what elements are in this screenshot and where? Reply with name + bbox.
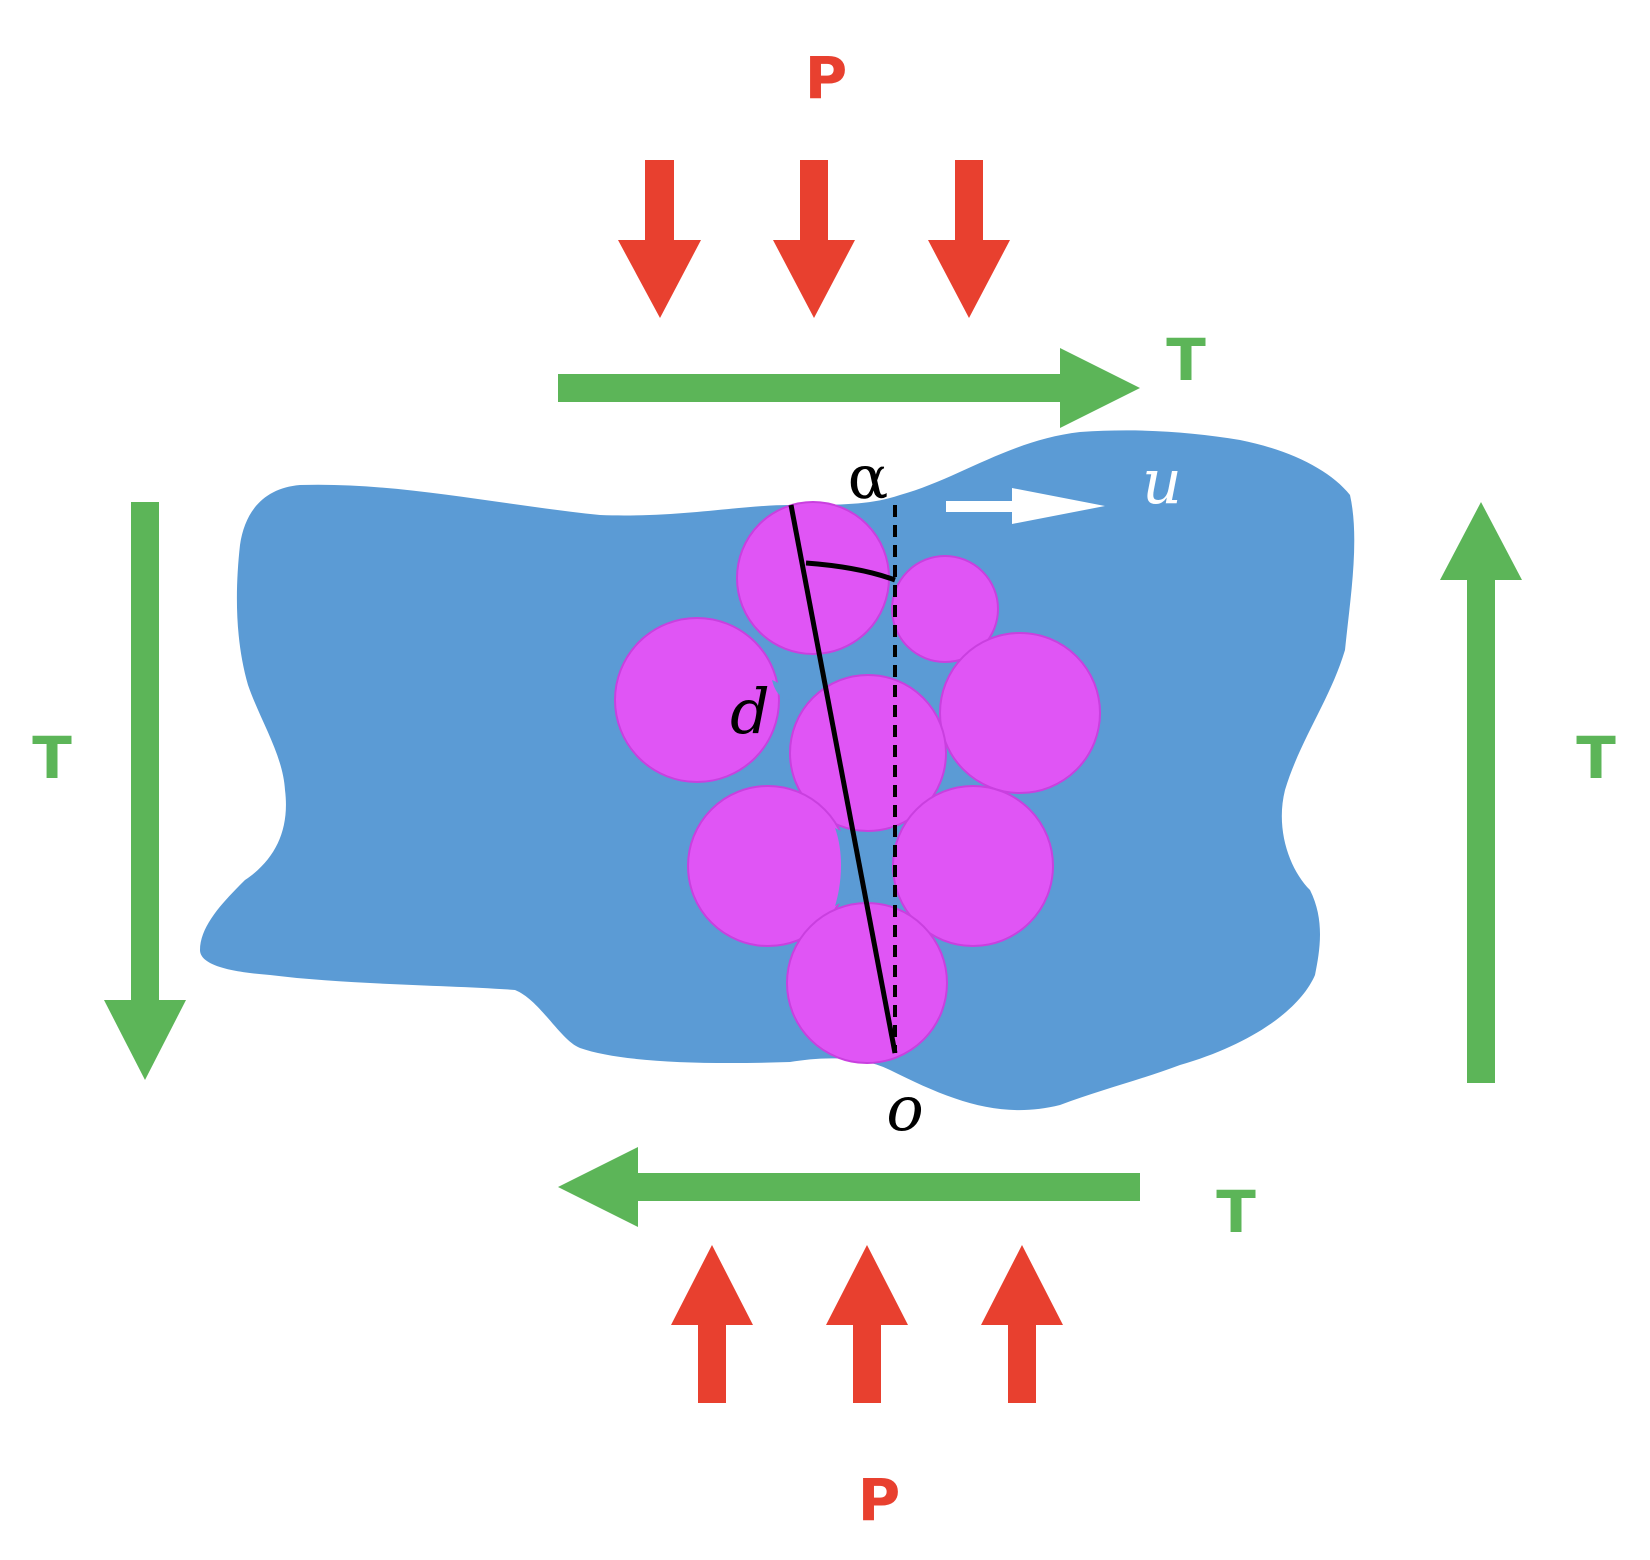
angle-label: α xyxy=(848,443,889,513)
angle-arc xyxy=(805,560,896,583)
shear-arrow-bottom xyxy=(558,1147,1140,1227)
pressure-arrow-down xyxy=(618,160,701,318)
particle xyxy=(939,632,1101,794)
particle xyxy=(786,902,948,1064)
particle xyxy=(614,617,780,783)
pressure-arrow-down xyxy=(928,160,1010,318)
shear-arrow-right xyxy=(1440,502,1522,1083)
shear-label-left: T xyxy=(32,724,72,792)
shear-label-bottom: T xyxy=(1216,1178,1256,1246)
particle-cluster xyxy=(614,501,1101,1064)
pressure-label-bottom: P xyxy=(858,1466,901,1534)
pore-void xyxy=(835,826,896,906)
pressure-arrow-up xyxy=(671,1245,753,1403)
shear-label-top: T xyxy=(1166,326,1206,394)
displacement-arrow xyxy=(946,488,1105,524)
pressure-arrow-up xyxy=(981,1245,1063,1403)
pressure-arrows-top xyxy=(618,160,1010,318)
pressure-arrow-up xyxy=(826,1245,908,1403)
shear-arrow-left xyxy=(104,502,186,1080)
d-line xyxy=(788,504,898,1054)
length-label: d xyxy=(730,675,770,748)
origin-label: o xyxy=(886,1072,923,1145)
sample-body xyxy=(200,430,1355,1111)
shear-arrow-top xyxy=(558,348,1140,428)
shear-label-right: T xyxy=(1576,724,1616,792)
particle xyxy=(891,555,999,663)
pressure-arrows-bottom xyxy=(671,1245,1063,1403)
pressure-arrow-down xyxy=(773,160,855,318)
displacement-label: u xyxy=(1142,445,1182,518)
pressure-label-top: P xyxy=(805,44,848,112)
pore-void xyxy=(772,680,792,700)
